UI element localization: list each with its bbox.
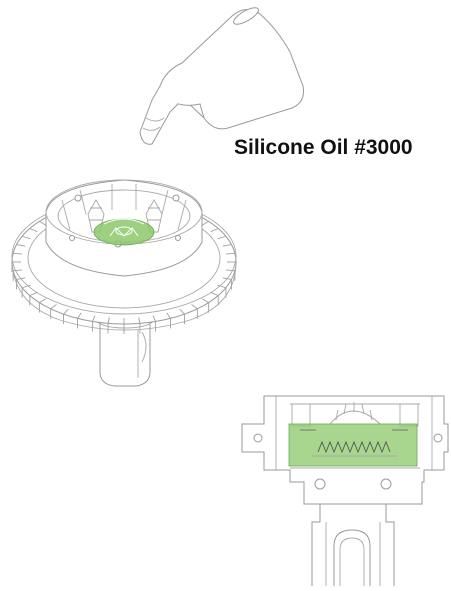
gear-tooth — [217, 284, 227, 289]
gear-tooth — [21, 284, 31, 289]
gear-tooth — [201, 298, 209, 303]
gear-tooth — [63, 308, 69, 315]
gear-tooth — [179, 308, 185, 315]
gear-tooth — [222, 277, 232, 280]
gear-tooth — [138, 317, 141, 324]
gear-tooth — [166, 312, 171, 319]
silicone-oil-label: Silicone Oil #3000 — [234, 136, 413, 159]
gear-tooth — [29, 228, 38, 233]
gear-tooth — [210, 228, 219, 233]
gear-tooth — [107, 317, 110, 324]
gear-tooth — [50, 303, 57, 310]
gear-tooth — [210, 291, 219, 296]
gear-tooth — [29, 291, 38, 296]
gear-tooth — [152, 315, 156, 322]
gear-tooth — [16, 277, 26, 280]
gear-tooth — [39, 298, 47, 303]
gear-tooth — [222, 244, 232, 247]
gear-tooth — [92, 315, 96, 322]
gear-tooth — [201, 221, 209, 226]
gear-tooth — [77, 312, 82, 319]
differential-cross-section-icon — [241, 395, 449, 586]
gear-tooth — [225, 252, 235, 255]
oil-bottle-icon — [139, 7, 304, 145]
gear-tooth — [13, 252, 23, 255]
differential-gear-icon — [11, 179, 237, 387]
gear-tooth — [13, 269, 23, 272]
gear-tooth — [225, 269, 235, 272]
gear-tooth — [16, 244, 26, 247]
gear-tooth — [39, 221, 47, 226]
gear-tooth — [21, 235, 31, 240]
gear-tooth — [217, 235, 227, 240]
gear-tooth — [191, 303, 198, 310]
